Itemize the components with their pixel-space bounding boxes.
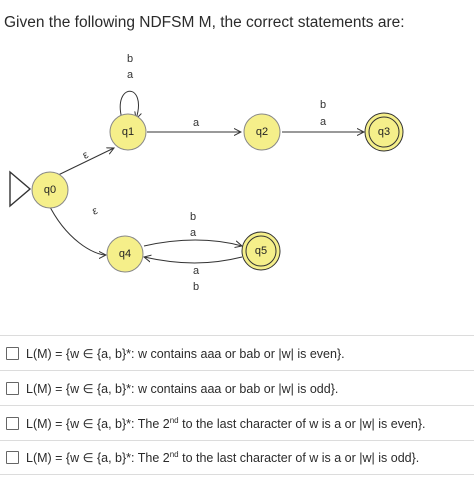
option-3-checkbox[interactable] xyxy=(6,416,19,430)
label-q1-loop-b: b xyxy=(127,53,133,65)
ndfsm-diagram: b a ε ε a b a b a a b q0 q1 q2 q3 q4 q5 xyxy=(9,53,404,293)
option-4-text: L(M) = {w ∈ {a, b}*: The 2nd to the last… xyxy=(26,450,419,465)
label-q1-q2: a xyxy=(193,117,200,129)
label-q4-q5-a: a xyxy=(190,227,197,239)
state-q1: q1 xyxy=(109,113,147,151)
label-q0-q4: ε xyxy=(91,205,100,218)
state-q0-label: q0 xyxy=(44,184,56,196)
state-q2: q2 xyxy=(243,113,281,151)
state-q0: q0 xyxy=(31,171,69,209)
label-q2-q3-a: a xyxy=(320,116,327,128)
option-3-text: L(M) = {w ∈ {a, b}*: The 2nd to the last… xyxy=(26,416,426,431)
label-q2-q3-b: b xyxy=(320,99,326,111)
state-q4-label: q4 xyxy=(119,248,131,260)
edge-q0-q4 xyxy=(47,202,106,255)
label-q5-q4-b: b xyxy=(193,281,199,293)
edge-q5-q4 xyxy=(144,257,243,264)
option-3[interactable]: L(M) = {w ∈ {a, b}*: The 2nd to the last… xyxy=(0,405,474,440)
label-q5-q4-a: a xyxy=(193,265,200,277)
state-q5: q5 xyxy=(241,231,281,271)
state-q3: q3 xyxy=(364,112,404,152)
option-3-text-suffix: to the last character of w is a or |w| i… xyxy=(178,416,426,431)
state-q1-label: q1 xyxy=(122,126,134,138)
option-2[interactable]: L(M) = {w ∈ {a, b}*: w contains aaa or b… xyxy=(0,370,474,405)
option-1-checkbox[interactable] xyxy=(6,346,19,360)
state-q5-label: q5 xyxy=(255,245,267,257)
answer-options: L(M) = {w ∈ {a, b}*: w contains aaa or b… xyxy=(0,335,474,475)
edge-q0-q1 xyxy=(51,148,114,179)
option-4-text-prefix: L(M) = {w ∈ {a, b}*: The 2 xyxy=(26,451,170,465)
option-1[interactable]: L(M) = {w ∈ {a, b}*: w contains aaa or b… xyxy=(0,335,474,370)
option-4-text-suffix: to the last character of w is a or |w| i… xyxy=(178,451,420,465)
option-4-ordinal: nd xyxy=(169,449,179,459)
option-2-text: L(M) = {w ∈ {a, b}*: w contains aaa or b… xyxy=(26,381,339,396)
label-q4-q5-b: b xyxy=(190,211,196,223)
option-3-ordinal: nd xyxy=(169,415,179,425)
option-4[interactable]: L(M) = {w ∈ {a, b}*: The 2nd to the last… xyxy=(0,440,474,475)
start-arrow xyxy=(9,170,32,208)
question-text: Given the following NDFSM M, the correct… xyxy=(4,14,405,31)
state-q4: q4 xyxy=(106,235,144,273)
option-2-checkbox[interactable] xyxy=(6,381,19,395)
label-q1-loop-a: a xyxy=(127,69,134,81)
state-q2-label: q2 xyxy=(256,126,268,138)
edge-q4-q5 xyxy=(143,239,242,246)
edge-q1-loop xyxy=(119,90,138,119)
option-4-checkbox[interactable] xyxy=(6,451,19,464)
option-1-text: L(M) = {w ∈ {a, b}*: w contains aaa or b… xyxy=(26,346,345,361)
state-q3-label: q3 xyxy=(378,126,390,138)
label-q0-q1: ε xyxy=(81,149,91,162)
option-3-text-prefix: L(M) = {w ∈ {a, b}*: The 2 xyxy=(26,416,170,431)
